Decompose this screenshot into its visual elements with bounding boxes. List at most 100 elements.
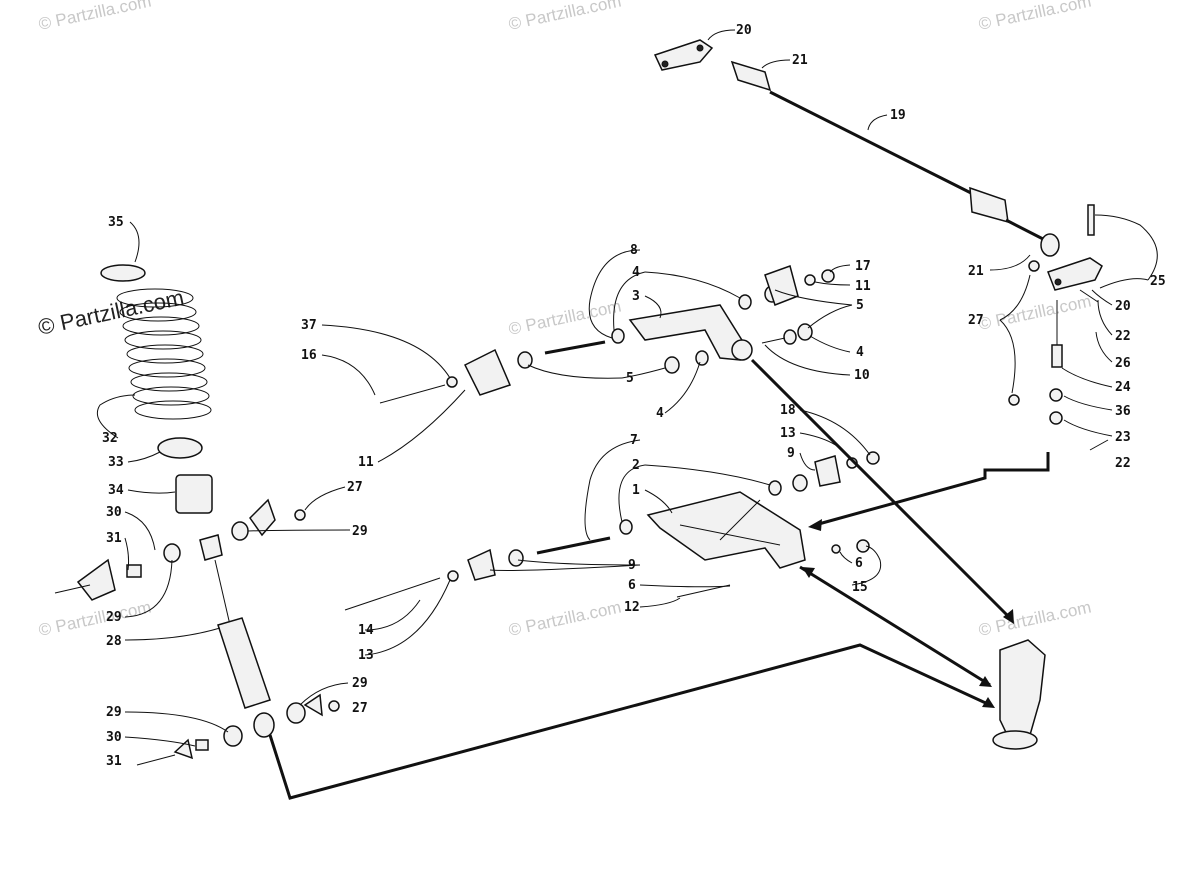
leader-line bbox=[588, 249, 641, 339]
spindle-part bbox=[999, 639, 1046, 747]
leader-line bbox=[124, 711, 229, 733]
spring-part bbox=[116, 288, 212, 420]
leader-line bbox=[299, 682, 349, 706]
tie-rod-end-part bbox=[1047, 257, 1103, 291]
callout-16: 16 bbox=[301, 348, 317, 363]
ball-joint-part bbox=[731, 339, 753, 361]
tie-rod-part bbox=[769, 90, 976, 197]
spindle-assembly bbox=[992, 639, 1046, 750]
leader-line bbox=[799, 452, 816, 471]
leader-line bbox=[664, 361, 701, 414]
crossbar bbox=[719, 499, 761, 541]
bolt-part bbox=[761, 337, 786, 344]
bolt-part bbox=[54, 584, 91, 594]
bushing-part bbox=[163, 543, 181, 563]
callout-14: 14 bbox=[358, 623, 374, 638]
leader-line bbox=[761, 59, 791, 69]
callout-30: 30 bbox=[106, 730, 122, 745]
coil bbox=[130, 372, 208, 392]
callout-29: 29 bbox=[352, 524, 368, 539]
shock-eye-part bbox=[253, 712, 275, 738]
leader-line bbox=[621, 367, 666, 379]
coil bbox=[128, 358, 206, 378]
arrow-line bbox=[750, 358, 1012, 620]
leader-line bbox=[999, 319, 1016, 394]
arrow-line bbox=[814, 452, 1050, 527]
spindle-base-part bbox=[992, 730, 1038, 750]
leader-line bbox=[644, 489, 673, 514]
leader-line bbox=[618, 464, 646, 523]
leader-line bbox=[584, 439, 641, 541]
tie-rod-assembly bbox=[653, 39, 1109, 451]
nut-part bbox=[328, 700, 340, 712]
leader-line bbox=[1061, 367, 1113, 388]
upper-a-arm-part bbox=[628, 304, 746, 361]
callout-6: 6 bbox=[855, 556, 863, 571]
callout-28: 28 bbox=[106, 634, 122, 649]
watermark: © Partzilla.com bbox=[507, 0, 623, 34]
shock-eye-part bbox=[199, 534, 223, 561]
bushing-part bbox=[783, 329, 797, 345]
leader-line bbox=[489, 564, 641, 571]
nut-part bbox=[1028, 260, 1040, 272]
callout-25: 25 bbox=[1150, 274, 1166, 289]
washer-part bbox=[1049, 388, 1063, 402]
leader-line bbox=[613, 271, 646, 331]
bushing-part bbox=[792, 474, 808, 492]
leader-line bbox=[644, 295, 662, 319]
callout-5: 5 bbox=[856, 298, 864, 313]
callout-8: 8 bbox=[630, 243, 638, 258]
leader-line bbox=[707, 29, 736, 41]
callout-17: 17 bbox=[855, 259, 871, 274]
adjuster-collar-part bbox=[175, 474, 213, 514]
shock-rod-part bbox=[214, 559, 231, 626]
callout-19: 19 bbox=[890, 108, 906, 123]
callout-29: 29 bbox=[106, 610, 122, 625]
callout-31: 31 bbox=[106, 754, 122, 769]
callout-29: 29 bbox=[352, 676, 368, 691]
tie-rod-part bbox=[1005, 218, 1046, 242]
callout-32: 32 bbox=[102, 431, 118, 446]
leader-line bbox=[364, 599, 421, 631]
callout-18: 18 bbox=[780, 403, 796, 418]
arrowhead bbox=[982, 697, 995, 708]
leader-line bbox=[124, 511, 156, 551]
leader-line bbox=[127, 451, 161, 463]
ball-joint-part bbox=[1051, 344, 1063, 368]
callout-1: 1 bbox=[632, 483, 640, 498]
leader-line bbox=[774, 289, 853, 306]
callout-21: 21 bbox=[968, 264, 984, 279]
arrowhead bbox=[802, 567, 815, 578]
callout-6: 6 bbox=[628, 578, 636, 593]
mount-bracket-part bbox=[814, 455, 841, 487]
mount-bracket-part bbox=[463, 348, 512, 396]
coil bbox=[126, 344, 204, 364]
upper-a-arm-assembly bbox=[379, 265, 835, 404]
washer-part bbox=[831, 544, 841, 554]
leader-line bbox=[807, 304, 853, 329]
bolt-part bbox=[136, 754, 176, 766]
arrow-line bbox=[799, 565, 991, 687]
coil bbox=[119, 302, 197, 322]
bolt-part bbox=[1079, 289, 1099, 303]
callout-30: 30 bbox=[106, 505, 122, 520]
leader-line bbox=[644, 271, 741, 299]
spring-seat-part bbox=[157, 437, 203, 459]
leader-line bbox=[304, 486, 346, 511]
nut-part bbox=[1049, 411, 1063, 425]
callout-35: 35 bbox=[108, 215, 124, 230]
hole bbox=[696, 44, 704, 52]
callout-7: 7 bbox=[630, 433, 638, 448]
callout-4: 4 bbox=[856, 345, 864, 360]
callout-12: 12 bbox=[624, 600, 640, 615]
callout-27: 27 bbox=[347, 480, 363, 495]
callout-27: 27 bbox=[968, 313, 984, 328]
callout-31: 31 bbox=[106, 531, 122, 546]
callout-26: 26 bbox=[1115, 356, 1131, 371]
callout-5: 5 bbox=[626, 371, 634, 386]
leader-line bbox=[124, 537, 130, 571]
watermark: © Partzilla.com bbox=[977, 0, 1093, 34]
nut-part bbox=[1008, 394, 1020, 406]
